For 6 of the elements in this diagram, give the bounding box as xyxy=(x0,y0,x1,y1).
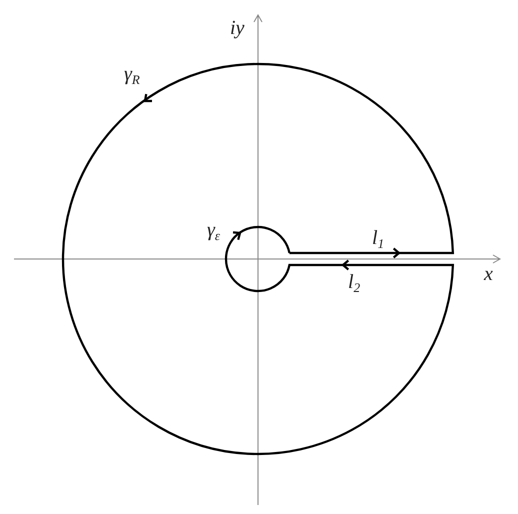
math-label: γ$_{ε}$ xyxy=(207,220,220,242)
math-label: iy xyxy=(230,18,244,38)
math-label: l$_{2}$ xyxy=(348,272,360,294)
math-label: γ$_{R}$ xyxy=(124,64,140,86)
math-label: x xyxy=(484,264,493,284)
math-label: l$_{1}$ xyxy=(372,228,384,250)
